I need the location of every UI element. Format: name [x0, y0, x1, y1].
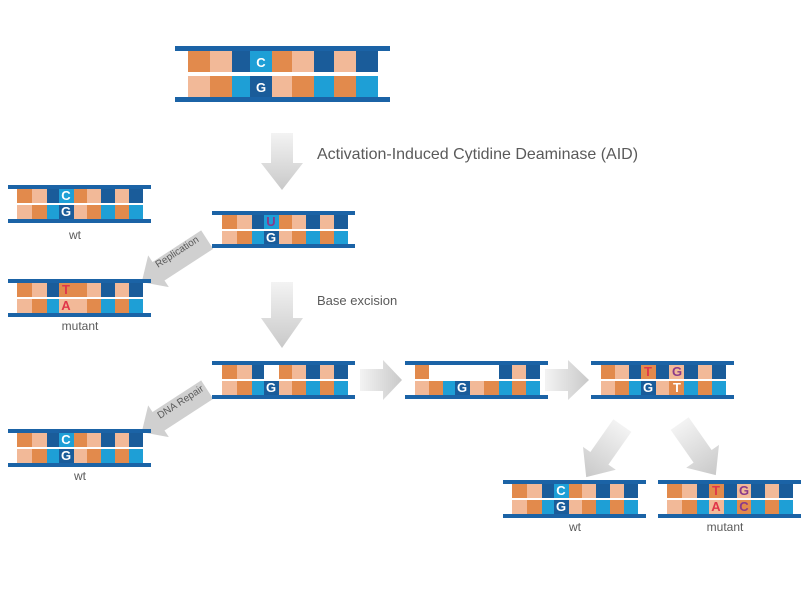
dna-mutant-bottom: T G A C	[658, 480, 801, 518]
dna-wt-bottom: C G	[503, 480, 646, 518]
right-arrow-1	[360, 360, 402, 400]
replication-arrow	[141, 230, 214, 288]
dna-resynthesized: T G G T	[591, 361, 734, 399]
down-arrow-base-excision	[261, 282, 303, 348]
dna-repair-arrow	[141, 380, 214, 438]
wt-top-label: wt	[68, 228, 82, 242]
base-excision-label: Base excision	[317, 293, 397, 308]
base-c: C	[61, 188, 71, 203]
dna-wt-left-bottom: C G	[8, 429, 151, 467]
base-g: G	[266, 380, 276, 395]
mutant-bottom-label: mutant	[707, 520, 744, 534]
base-c: C	[739, 499, 749, 514]
base-u: U	[266, 214, 275, 229]
base-g: G	[61, 448, 71, 463]
right-arrow-2	[545, 360, 589, 400]
dna-original: C G	[175, 46, 390, 102]
down-arrow-aid	[261, 133, 303, 190]
base-g: G	[61, 204, 71, 219]
base-g: G	[672, 364, 682, 379]
base-t: T	[62, 282, 70, 297]
base-t: T	[712, 483, 720, 498]
dna-uracil: U G	[212, 211, 355, 248]
base-g: G	[457, 380, 467, 395]
base-g: G	[739, 483, 749, 498]
dna-mutant-left: T A	[8, 279, 151, 317]
wt-bottom-label: wt	[568, 520, 582, 534]
wt-left-bottom-label: wt	[73, 469, 87, 483]
down-left-arrow	[583, 419, 632, 478]
base-g: G	[556, 499, 566, 514]
base-t: T	[644, 364, 652, 379]
base-a: A	[61, 298, 71, 313]
base-g: G	[256, 80, 266, 95]
mutant-left-label: mutant	[62, 319, 99, 333]
base-a: A	[711, 499, 721, 514]
base-c: C	[61, 432, 71, 447]
base-g: G	[266, 230, 276, 245]
down-right-arrow	[670, 417, 719, 476]
dna-wt-top-left: C G	[8, 185, 151, 223]
base-c: C	[556, 483, 566, 498]
dna-abasic-site: G	[212, 361, 355, 399]
base-c: C	[256, 55, 266, 70]
aid-label: Activation-Induced Cytidine Deaminase (A…	[317, 146, 638, 163]
dna-gap: G	[405, 361, 548, 399]
base-g: G	[643, 380, 653, 395]
base-t: T	[673, 380, 681, 395]
